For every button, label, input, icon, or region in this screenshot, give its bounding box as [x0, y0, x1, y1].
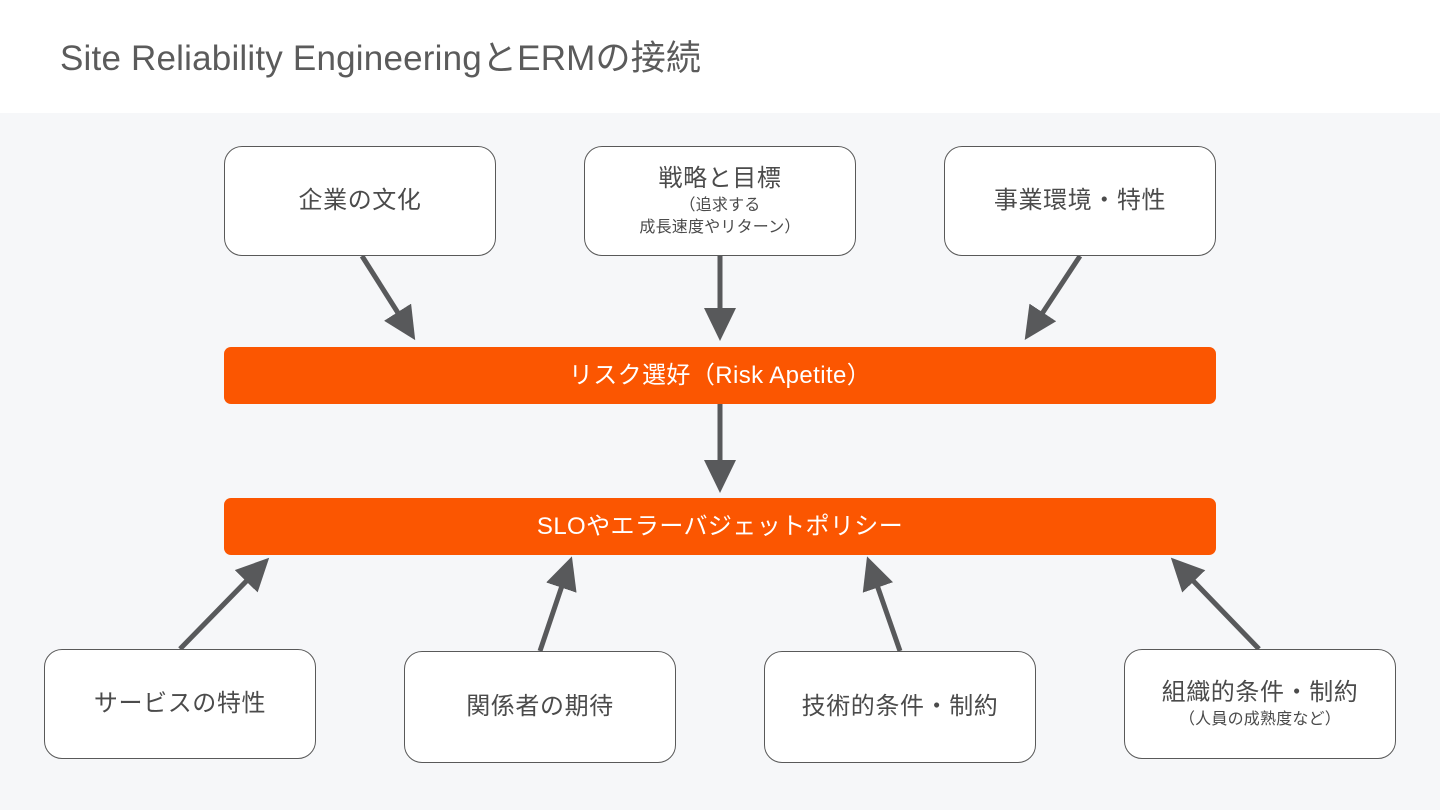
bar-label: リスク選好（Risk Apetite）: [568, 361, 872, 389]
node-title: 組織的条件・制約: [1161, 679, 1359, 706]
arrow-culture-to-risk-appetite: [359, 254, 416, 341]
node-business-environment[interactable]: 事業環境・特性: [944, 146, 1216, 256]
node-title: 企業の文化: [298, 187, 422, 214]
page-title: Site Reliability EngineeringとERMの接続: [60, 39, 702, 78]
node-title: 事業環境・特性: [993, 187, 1167, 214]
node-title: 関係者の期待: [466, 693, 614, 720]
arrow-technical-constraints-to-slo: [862, 556, 903, 652]
node-technical-constraints[interactable]: 技術的条件・制約: [764, 651, 1036, 763]
arrow-organizational-constraints-to-slo: [1170, 557, 1261, 651]
bar-label: SLOやエラーバジェットポリシー: [536, 512, 904, 540]
bar-slo-error-budget-policy[interactable]: SLOやエラーバジェットポリシー: [224, 498, 1216, 555]
bar-risk-appetite[interactable]: リスク選好（Risk Apetite）: [224, 347, 1216, 404]
node-strategy-and-goals[interactable]: 戦略と目標 （追求する 成長速度やリターン）: [584, 146, 856, 256]
arrow-business-env-to-risk-appetite: [1024, 254, 1083, 341]
node-title: 技術的条件・制約: [801, 693, 999, 720]
node-title: サービスの特性: [93, 690, 267, 717]
node-subtitle-line2: 成長速度やリターン）: [639, 219, 801, 236]
node-subtitle: （追求する: [679, 197, 761, 214]
node-subtitle: （人員の成熟度など）: [1178, 711, 1341, 728]
node-organizational-constraints[interactable]: 組織的条件・制約 （人員の成熟度など）: [1124, 649, 1396, 759]
diagram-canvas: 企業の文化 戦略と目標 （追求する 成長速度やリターン） 事業環境・特性 リスク…: [0, 113, 1440, 810]
node-stakeholder-expectations[interactable]: 関係者の期待: [404, 651, 676, 763]
slide-header: Site Reliability EngineeringとERMの接続: [0, 0, 1440, 113]
node-corporate-culture[interactable]: 企業の文化: [224, 146, 496, 256]
node-title: 戦略と目標: [658, 165, 782, 192]
node-service-characteristics[interactable]: サービスの特性: [44, 649, 316, 759]
arrow-stakeholder-expectations-to-slo: [537, 556, 577, 652]
arrow-service-characteristics-to-slo: [178, 557, 270, 651]
